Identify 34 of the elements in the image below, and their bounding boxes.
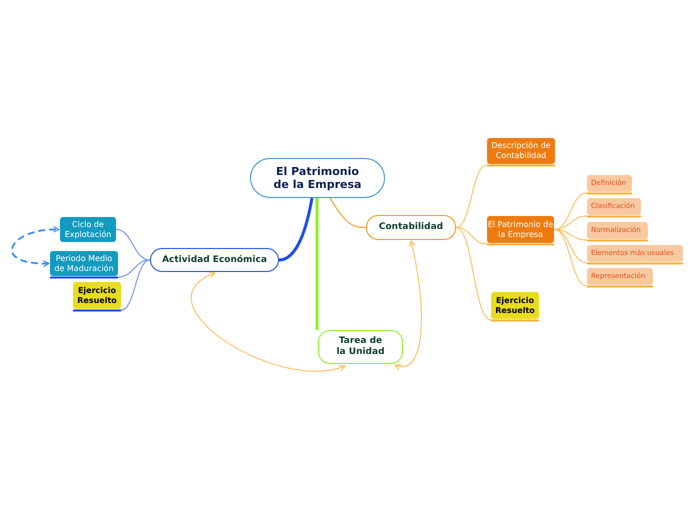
branch-line: [456, 227, 492, 320]
branch-line: [118, 260, 150, 278]
branch-line: [456, 164, 488, 228]
topic-label: Actividad Económica: [162, 254, 267, 266]
topic-label: El Patrimonio de la Empresa: [273, 164, 362, 192]
main-topic: [366, 215, 456, 240]
arrow: [191, 272, 346, 372]
root-topic: [250, 158, 385, 198]
branch-line: [456, 227, 488, 244]
main-topic: [318, 330, 403, 364]
detail-box: [587, 175, 632, 192]
arrow: [394, 240, 422, 370]
detail-box: [587, 245, 683, 262]
topic-label: El Patrimonio de la Empresa: [487, 220, 554, 240]
branch-line: [554, 192, 588, 230]
topic-label: Ciclo de Explotación: [64, 220, 112, 240]
branch-line: [330, 198, 366, 228]
topic-label: Contabilidad: [378, 222, 444, 233]
branch-line: [278, 198, 314, 262]
branch-line: [316, 198, 318, 330]
detail-box: [587, 198, 641, 215]
topic-label: Tarea de la Unidad: [335, 336, 386, 358]
topic-label: Ejercicio Resuelto: [494, 296, 536, 316]
detail-box: [587, 222, 648, 239]
topic-label: Periodo Medio de Maduración: [53, 254, 115, 274]
topic-label: Ejercicio Resuelto: [76, 286, 118, 306]
branch-line: [116, 229, 150, 260]
arrow: [11, 226, 60, 267]
topic-label: Descripción de Contabilidad: [490, 141, 552, 161]
detail-box: [587, 268, 653, 285]
branch-line: [120, 260, 150, 310]
branch-line: [554, 229, 588, 286]
branch-line: [554, 229, 588, 240]
main-topic: [150, 248, 279, 272]
